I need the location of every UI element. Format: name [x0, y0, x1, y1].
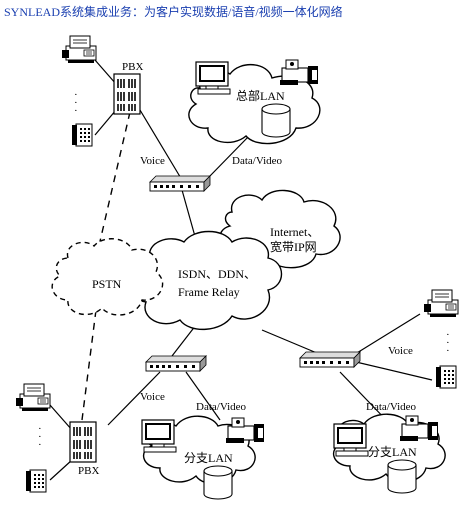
monitor-icon: [333, 423, 369, 457]
monitor-icon: [195, 61, 231, 95]
data-video-bottom-left-label: Data/Video: [196, 401, 247, 413]
camera-icon: [399, 415, 439, 442]
fax-icon: [61, 35, 97, 64]
phone-icon: [71, 123, 93, 147]
camera-icon: [279, 59, 319, 86]
svg-text:·: ·: [74, 97, 78, 109]
camera-icon: [225, 417, 265, 444]
branch-lan-2-label: 分支LAN: [368, 445, 417, 459]
router-top-icon: [149, 175, 211, 192]
voice-right-label: Voice: [388, 345, 413, 357]
hq-lan-label: 总部LAN: [236, 88, 285, 103]
svg-text:·: ·: [446, 329, 450, 341]
monitor-icon: [141, 419, 177, 453]
database-icon: [203, 465, 233, 500]
fax-icon: [15, 383, 51, 412]
svg-text:·: ·: [38, 431, 42, 443]
svg-text:·: ·: [74, 89, 78, 101]
svg-text:·: ·: [446, 345, 450, 357]
page-title: SYNLEAD系统集成业务：为客户实现数据/语音/视频一体化网络: [4, 4, 343, 19]
wan-label-2: Frame Relay: [178, 285, 240, 299]
internet-label-1: Internet、: [270, 225, 319, 239]
svg-text:·: ·: [38, 439, 42, 451]
phone-icon: [435, 365, 457, 389]
pbx-bottom-icon: [69, 421, 97, 463]
branch-lan-1-label: 分支LAN: [184, 451, 233, 465]
router-right-icon: [299, 351, 361, 368]
pbx-top-icon: [113, 73, 141, 115]
svg-text:·: ·: [38, 423, 42, 435]
data-video-right-label: Data/Video: [366, 401, 417, 413]
voice-top-label: Voice: [140, 155, 165, 167]
internet-label-2: 宽带IP网: [270, 239, 317, 254]
pbx-bottom-label: PBX: [78, 465, 99, 477]
svg-text:·: ·: [74, 105, 78, 117]
router-bottom-left-icon: [145, 355, 207, 372]
phone-icon: [25, 469, 47, 493]
database-icon: [387, 459, 417, 494]
voice-bottom-left-label: Voice: [140, 391, 165, 403]
database-icon: [261, 103, 291, 138]
svg-text:·: ·: [446, 337, 450, 349]
pstn-label: PSTN: [92, 277, 122, 291]
data-video-top-label: Data/Video: [232, 155, 283, 167]
wan-label-1: ISDN、DDN、: [178, 267, 256, 281]
fax-icon: [423, 289, 459, 318]
pstn-cloud: [51, 238, 164, 316]
connections: [49, 59, 433, 481]
pbx-top-label: PBX: [122, 61, 143, 73]
